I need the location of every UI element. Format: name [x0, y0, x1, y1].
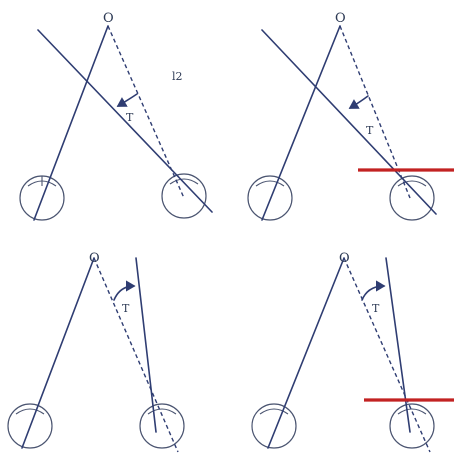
left-visual-axis [21, 257, 95, 449]
fixation-line [107, 25, 185, 199]
origin-label: O [89, 251, 100, 266]
panel-top-left: O T l2 [19, 11, 213, 221]
right-eye [161, 173, 207, 219]
right-eye-lens [397, 180, 427, 187]
deviated-visual-axis [37, 29, 213, 213]
deviated-visual-axis [385, 257, 411, 433]
left-visual-axis [267, 257, 345, 449]
fixation-line [339, 25, 411, 199]
origin-label: O [335, 11, 346, 26]
angle-label: T [366, 124, 374, 137]
right-eye [139, 403, 185, 449]
deviated-visual-axis [261, 29, 437, 215]
angle-arc [348, 95, 369, 109]
left-eye-lens [15, 408, 45, 415]
fixation-line [343, 257, 431, 453]
panel-bottom-right: O T [251, 251, 454, 453]
line-label: l2 [172, 70, 183, 83]
right-eye [389, 175, 435, 221]
deviated-visual-axis [135, 257, 157, 433]
right-eye-lens [169, 178, 199, 185]
right-eye-lens [397, 408, 427, 415]
left-visual-axis [261, 25, 341, 221]
angle-arc [361, 280, 386, 301]
left-eye-lens [255, 180, 285, 187]
left-visual-axis [33, 25, 109, 221]
fixation-line [93, 257, 179, 453]
right-eye-lens [147, 408, 177, 415]
panel-bottom-left: O T [7, 251, 185, 453]
left-eye-lens [259, 408, 289, 415]
origin-label: O [339, 251, 350, 266]
origin-label: O [103, 11, 114, 26]
angle-arc [113, 280, 136, 301]
right-eye [389, 403, 435, 449]
angle-arc [116, 93, 138, 107]
angle-label: T [126, 111, 134, 124]
angle-label: T [122, 302, 130, 315]
panel-top-right: O T [247, 11, 454, 221]
angle-label: T [372, 302, 380, 315]
left-eye [251, 403, 297, 449]
